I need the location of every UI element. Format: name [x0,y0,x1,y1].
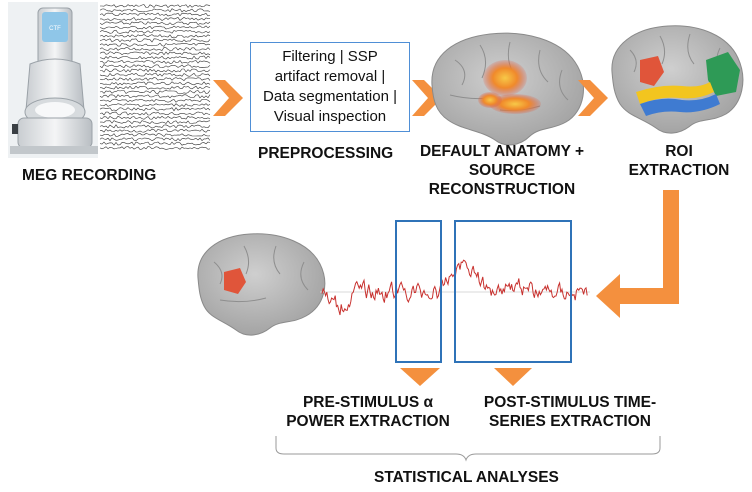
meg-trace-line [99,34,211,38]
meg-trace-line [99,98,211,103]
meg-recording-label: MEG RECORDING [22,167,157,184]
meg-trace-line [99,146,211,150]
meg-trace-line [100,68,211,73]
meg-trace-line [99,64,211,69]
meg-trace-line [99,51,211,56]
meg-trace-line [99,85,211,90]
roi-extraction-label: ROI EXTRACTION [628,143,730,179]
preprocessing-step-1: Filtering | SSP [282,48,378,65]
meg-trace-line [99,12,211,17]
meg-trace-line [99,42,211,47]
meg-trace-line [99,133,211,137]
meg-trace-line [99,141,211,146]
statistical-analyses-bracket [275,436,661,462]
meg-trace-line [99,77,211,81]
post-stimulus-label: POST-STIMULUS TIME- SERIES EXTRACTION [483,394,657,430]
roi-brain [611,25,744,134]
arrow-meg-to-preprocessing [213,80,243,116]
meg-trace-line [99,90,211,94]
arrow-post-stimulus-down [494,368,532,386]
meg-trace-line [99,55,211,60]
meg-trace-line [100,4,211,9]
meg-trace-line [99,103,211,107]
roi-source-brain [197,233,326,336]
pre-stimulus-window [395,220,442,363]
source-reconstruction-label: DEFAULT ANATOMY + SOURCE RECONSTRUCTION [419,143,585,198]
preprocessing-step-2: artifact removal | [274,68,386,85]
arrow-roi-to-timeseries [596,190,679,318]
preprocessing-step-3: Data segmentation | [263,88,397,105]
meg-scanner-image: CTF [8,2,98,158]
meg-trace-line [99,47,211,51]
meg-trace-line [99,8,211,13]
meg-trace-line [99,25,211,30]
meg-traces [99,4,211,150]
meg-trace-line [99,72,211,77]
meg-trace-line [99,107,211,112]
meg-trace-line [99,38,211,43]
meg-trace-line [99,29,211,34]
meg-trace-line [99,21,211,26]
preprocessing-step-4: Visual inspection [273,108,387,125]
pre-stimulus-label: PRE-STIMULUS α POWER EXTRACTION [286,394,450,430]
meg-trace-line [99,128,211,133]
source-reconstruction-brain [431,32,584,146]
arrow-source-to-roi [578,80,608,116]
scanner-brand-text: CTF [49,26,61,32]
post-stimulus-window [454,220,572,363]
meg-trace-line [99,124,211,129]
meg-trace-line [99,120,211,125]
meg-trace-line [99,60,211,64]
arrow-pre-stimulus-down [400,368,440,386]
meg-trace-line [99,81,211,86]
statistical-analyses-label: STATISTICAL ANALYSES [374,469,559,486]
meg-trace-line [100,17,211,21]
meg-trace-line [99,137,211,142]
meg-trace-line [99,111,211,116]
meg-trace-line [99,115,211,120]
preprocessing-label: PREPROCESSING [258,145,394,162]
meg-trace-line [99,94,211,99]
preprocessing-steps-box: Filtering | SSP artifact removal | Data … [250,42,410,132]
